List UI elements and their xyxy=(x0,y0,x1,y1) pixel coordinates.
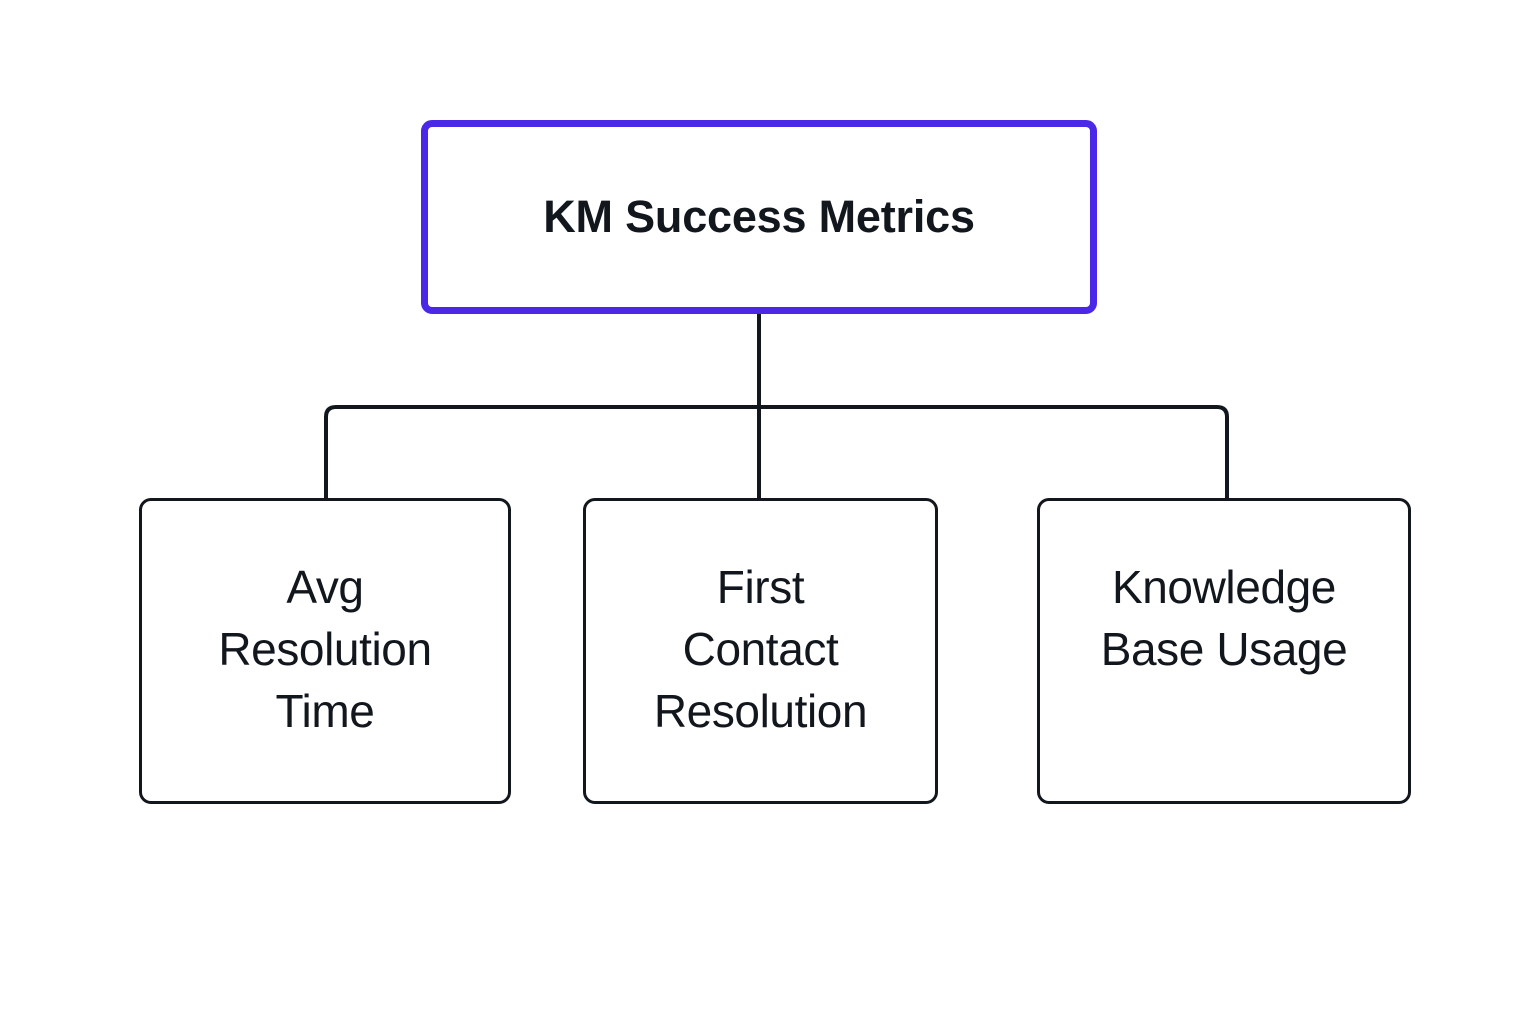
node-km-success-metrics[interactable]: KM Success Metrics xyxy=(421,120,1097,314)
node-label-avg-resolution-time: Avg Resolution Time xyxy=(218,561,432,737)
node-label-root: KM Success Metrics xyxy=(543,191,975,243)
node-avg-resolution-time[interactable]: Avg Resolution Time xyxy=(139,498,511,804)
node-knowledge-base-usage[interactable]: Knowledge Base Usage xyxy=(1037,498,1411,804)
node-label-first-contact-resolution: First Contact Resolution xyxy=(653,561,868,737)
node-label-knowledge-base-usage: Knowledge Base Usage xyxy=(1100,561,1348,675)
connector-bus xyxy=(324,405,1229,498)
node-first-contact-resolution[interactable]: First Contact Resolution xyxy=(583,498,938,804)
